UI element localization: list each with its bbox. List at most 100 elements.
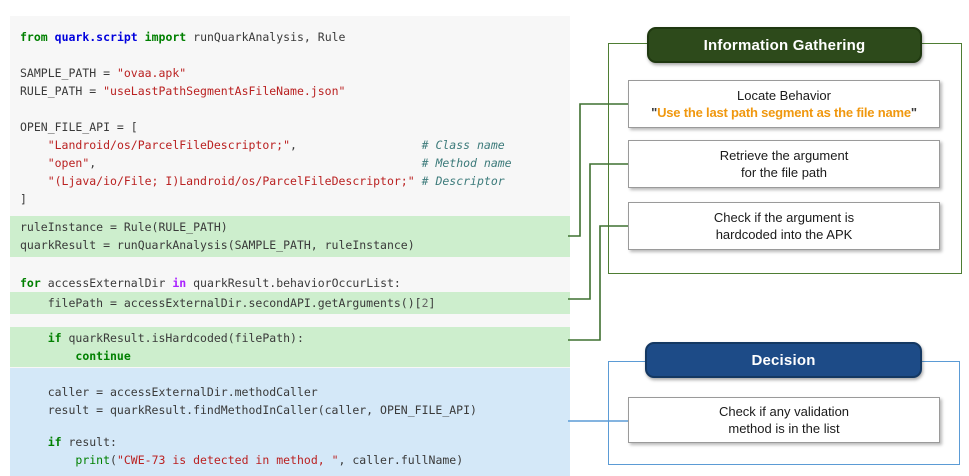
code-line xyxy=(10,314,570,327)
flow-box-line: Check if any validation xyxy=(718,404,850,419)
code-token: quarkResult = runQuarkAnalysis(SAMPLE_PA… xyxy=(20,238,415,252)
code-line xyxy=(10,327,570,329)
flow-box-line: method is in the list xyxy=(728,421,840,436)
code-line: result = quarkResult.findMethodInCaller(… xyxy=(10,401,570,419)
code-token: result = quarkResult.findMethodInCaller(… xyxy=(20,403,477,417)
code-line: SAMPLE_PATH = "ovaa.apk" xyxy=(10,64,570,82)
code-token: quarkResult.isHardcoded(filePath): xyxy=(61,331,304,345)
code-token: quark.script xyxy=(54,30,138,44)
information-gathering-title: Information Gathering xyxy=(703,36,866,54)
behavior-name-text: Use the last path segment as the file na… xyxy=(657,105,911,120)
code-token: # Descriptor xyxy=(421,174,505,188)
code-line: quarkResult = runQuarkAnalysis(SAMPLE_PA… xyxy=(10,236,570,254)
code-token xyxy=(20,435,48,449)
code-line: from quark.script import runQuarkAnalysi… xyxy=(10,28,570,46)
code-line xyxy=(10,365,570,367)
flow-box-line: Retrieve the argument xyxy=(719,148,849,163)
code-token: ruleInstance = Rule(RULE_PATH) xyxy=(20,220,228,234)
code-token: caller = accessExternalDir.methodCaller xyxy=(20,385,318,399)
code-token: result: xyxy=(61,435,117,449)
code-line xyxy=(10,208,570,216)
code-token xyxy=(20,174,48,188)
code-token: import xyxy=(144,30,187,44)
code-token xyxy=(415,174,422,188)
flow-box-check-hardcoded: Check if the argument is hardcoded into … xyxy=(628,202,940,250)
code-line: filePath = accessExternalDir.secondAPI.g… xyxy=(10,294,570,312)
code-line: if quarkResult.isHardcoded(filePath): xyxy=(10,329,570,347)
flow-box-validation-check: Check if any validation method is in the… xyxy=(628,397,940,443)
code-token: OPEN_FILE_API = [ xyxy=(20,120,138,134)
code-line: ] xyxy=(10,190,570,208)
code-line xyxy=(10,419,570,433)
flow-box-line: Locate Behavior xyxy=(737,88,831,103)
code-token: ] xyxy=(20,192,27,206)
code-token: for xyxy=(20,276,41,290)
code-line: print("CWE-73 is detected in method, ", … xyxy=(10,451,570,469)
code-token: quarkResult.behaviorOccurList: xyxy=(186,276,401,290)
code-token: ( xyxy=(110,453,117,467)
code-line xyxy=(10,216,570,218)
flow-box-locate-behavior: Locate Behavior "Use the last path segme… xyxy=(628,80,940,128)
code-token: print xyxy=(75,453,111,467)
code-line xyxy=(10,46,570,64)
code-token: accessExternalDir xyxy=(40,276,173,290)
code-token: # Method name xyxy=(421,156,512,170)
code-line: for accessExternalDir in quarkResult.beh… xyxy=(10,274,570,292)
quote-mark: " xyxy=(651,105,658,120)
decision-title: Decision xyxy=(751,351,816,369)
code-token: "Landroid/os/ParcelFileDescriptor;" xyxy=(47,138,291,152)
code-line: OPEN_FILE_API = [ xyxy=(10,118,570,136)
code-line: "open", # Method name xyxy=(10,154,570,172)
code-token: continue xyxy=(75,349,131,363)
code-token: runQuarkAnalysis, Rule xyxy=(186,30,346,44)
decision-header: Decision xyxy=(645,342,922,378)
flow-box-quoted-line: "Use the last path segment as the file n… xyxy=(651,104,917,121)
code-token: RULE_PATH = xyxy=(20,84,104,98)
code-line xyxy=(10,368,570,383)
information-gathering-header: Information Gathering xyxy=(647,27,922,63)
code-token xyxy=(20,138,48,152)
code-token xyxy=(20,349,75,363)
code-token: from xyxy=(20,30,48,44)
code-token: "ovaa.apk" xyxy=(116,66,187,80)
code-token: filePath = accessExternalDir.secondAPI.g… xyxy=(20,296,422,310)
code-token xyxy=(20,331,48,345)
code-line xyxy=(10,292,570,294)
flow-box-retrieve-argument: Retrieve the argument for the file path xyxy=(628,140,940,188)
code-token xyxy=(138,30,145,44)
code-token: "(Ljava/io/File; I)Landroid/os/ParcelFil… xyxy=(47,174,415,188)
code-token: 2 xyxy=(421,296,429,310)
code-token: "useLastPathSegmentAsFileName.json" xyxy=(103,84,346,98)
quote-mark: " xyxy=(910,105,917,120)
code-token xyxy=(48,30,55,44)
code-token: SAMPLE_PATH = xyxy=(20,66,117,80)
code-line xyxy=(10,254,570,257)
code-token: if xyxy=(47,331,62,345)
code-token: "CWE-73 is detected in method, " xyxy=(116,453,339,467)
code-line: continue xyxy=(10,347,570,365)
code-token: in xyxy=(172,276,187,290)
code-line xyxy=(10,16,570,28)
code-line: caller = accessExternalDir.methodCaller xyxy=(10,383,570,401)
code-line xyxy=(10,100,570,118)
code-line: ruleInstance = Rule(RULE_PATH) xyxy=(10,218,570,236)
code-panel: from quark.script import runQuarkAnalysi… xyxy=(10,16,570,476)
code-token: , caller.fullName) xyxy=(338,453,464,467)
code-token: if xyxy=(47,435,62,449)
flow-box-line: hardcoded into the APK xyxy=(715,227,853,242)
code-token xyxy=(20,156,48,170)
code-token: # Class name xyxy=(421,138,505,152)
code-line xyxy=(10,469,570,476)
code-line xyxy=(10,257,570,274)
code-token xyxy=(20,453,75,467)
flow-box-line: for the file path xyxy=(741,165,827,180)
flow-box-line: Check if the argument is xyxy=(713,210,855,225)
code-line: RULE_PATH = "useLastPathSegmentAsFileNam… xyxy=(10,82,570,100)
code-line xyxy=(10,312,570,314)
code-line: if result: xyxy=(10,433,570,451)
code-line: "Landroid/os/ParcelFileDescriptor;", # C… xyxy=(10,136,570,154)
code-token: , xyxy=(89,156,422,170)
code-token: , xyxy=(290,138,422,152)
code-line: "(Ljava/io/File; I)Landroid/os/ParcelFil… xyxy=(10,172,570,190)
